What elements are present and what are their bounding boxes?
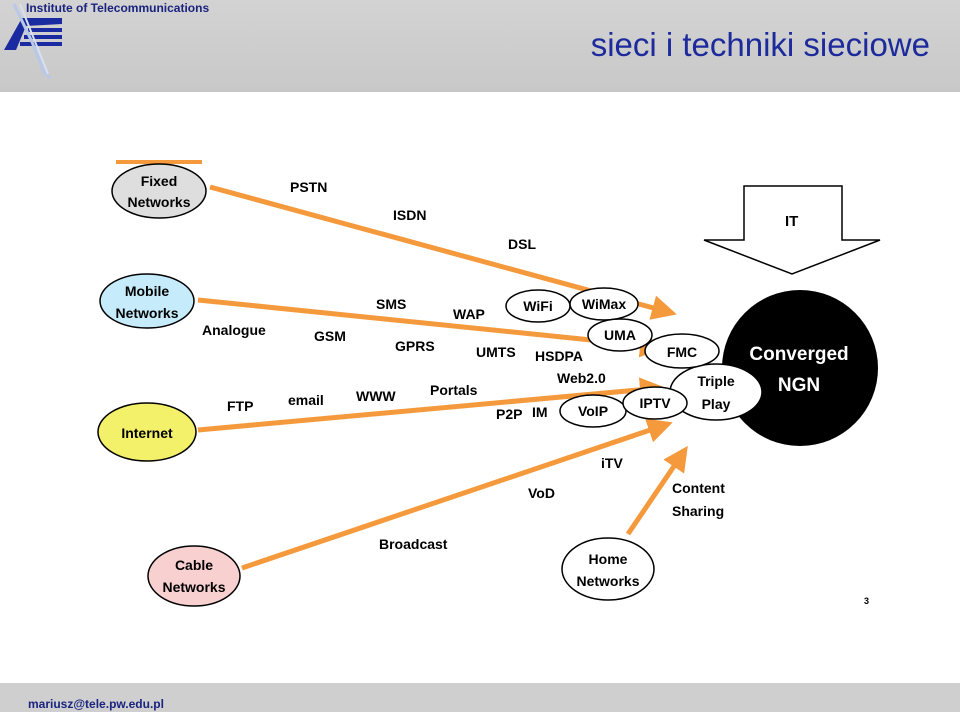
label-gsm: GSM: [314, 328, 346, 344]
label-broadcast: Broadcast: [379, 536, 448, 552]
fixed-networks-node: [111, 163, 207, 219]
slide-header: Institute of Telecommunications sieci i …: [0, 0, 960, 92]
fmc-node: [644, 333, 720, 369]
arrow-home: [625, 445, 688, 536]
label-home-2: Networks: [576, 573, 639, 589]
label-converged: Converged: [749, 344, 848, 365]
label-vod: VoD: [528, 485, 555, 501]
label-play: Play: [702, 396, 731, 412]
label-umts: UMTS: [476, 344, 516, 360]
fixed-top-bar: [116, 160, 202, 164]
mobile-networks-node: [99, 273, 195, 329]
slide-footer: mariusz@tele.pw.edu.pl: [0, 683, 960, 712]
label-pstn: PSTN: [290, 179, 327, 195]
label-voip: VoIP: [578, 403, 608, 419]
label-itv: iTV: [601, 455, 623, 471]
label-wifi: WiFi: [523, 298, 552, 314]
converged-ngn-circle: [722, 290, 878, 446]
label-ngn: NGN: [778, 375, 820, 396]
label-isdn: ISDN: [393, 207, 426, 223]
label-wimax: WiMax: [582, 296, 626, 312]
label-uma: UMA: [604, 327, 636, 343]
label-im: IM: [532, 404, 548, 420]
institute-name: Institute of Telecommunications: [26, 1, 210, 15]
label-iptv: IPTV: [639, 395, 671, 411]
label-cable-1: Cable: [175, 557, 213, 573]
wimax-node: [569, 287, 639, 321]
institute-logo: [2, 2, 64, 80]
label-analogue: Analogue: [202, 322, 266, 338]
label-email: email: [288, 392, 324, 408]
label-internet: Internet: [121, 425, 173, 441]
home-networks-node: [561, 537, 655, 601]
page-number: 3: [864, 596, 870, 606]
label-home-1: Home: [589, 551, 628, 567]
label-mobile-1: Mobile: [125, 283, 170, 299]
label-fmc: FMC: [667, 344, 697, 360]
iptv-node: [622, 386, 688, 420]
label-cable-2: Networks: [162, 579, 225, 595]
label-it: IT: [785, 213, 798, 230]
label-triple: Triple: [697, 373, 735, 389]
it-block-arrow: [703, 185, 881, 275]
label-wap: WAP: [453, 306, 485, 322]
internet-node: [97, 402, 197, 462]
label-mobile-2: Networks: [115, 305, 178, 321]
label-web20: Web2.0: [557, 370, 606, 386]
label-hsdpa: HSDPA: [535, 348, 583, 364]
cable-networks-node: [147, 545, 241, 607]
arrow-mobile: [197, 297, 665, 358]
slide-title: sieci i techniki sieciowe: [590, 26, 930, 63]
label-sharing: Sharing: [672, 503, 724, 519]
label-fixed-1: Fixed: [141, 173, 178, 189]
author-email: mariusz@tele.pw.edu.pl: [28, 697, 164, 711]
label-dsl: DSL: [508, 236, 536, 252]
label-ftp: FTP: [227, 398, 253, 414]
arrow-cable: [241, 418, 673, 571]
voip-node: [559, 394, 627, 428]
label-gprs: GPRS: [395, 338, 435, 354]
label-fixed-2: Networks: [127, 194, 190, 210]
label-sms: SMS: [376, 296, 406, 312]
label-p2p: P2P: [496, 406, 522, 422]
uma-node: [587, 318, 653, 352]
label-portals: Portals: [430, 382, 478, 398]
label-content: Content: [672, 480, 725, 496]
label-www: WWW: [356, 388, 396, 404]
